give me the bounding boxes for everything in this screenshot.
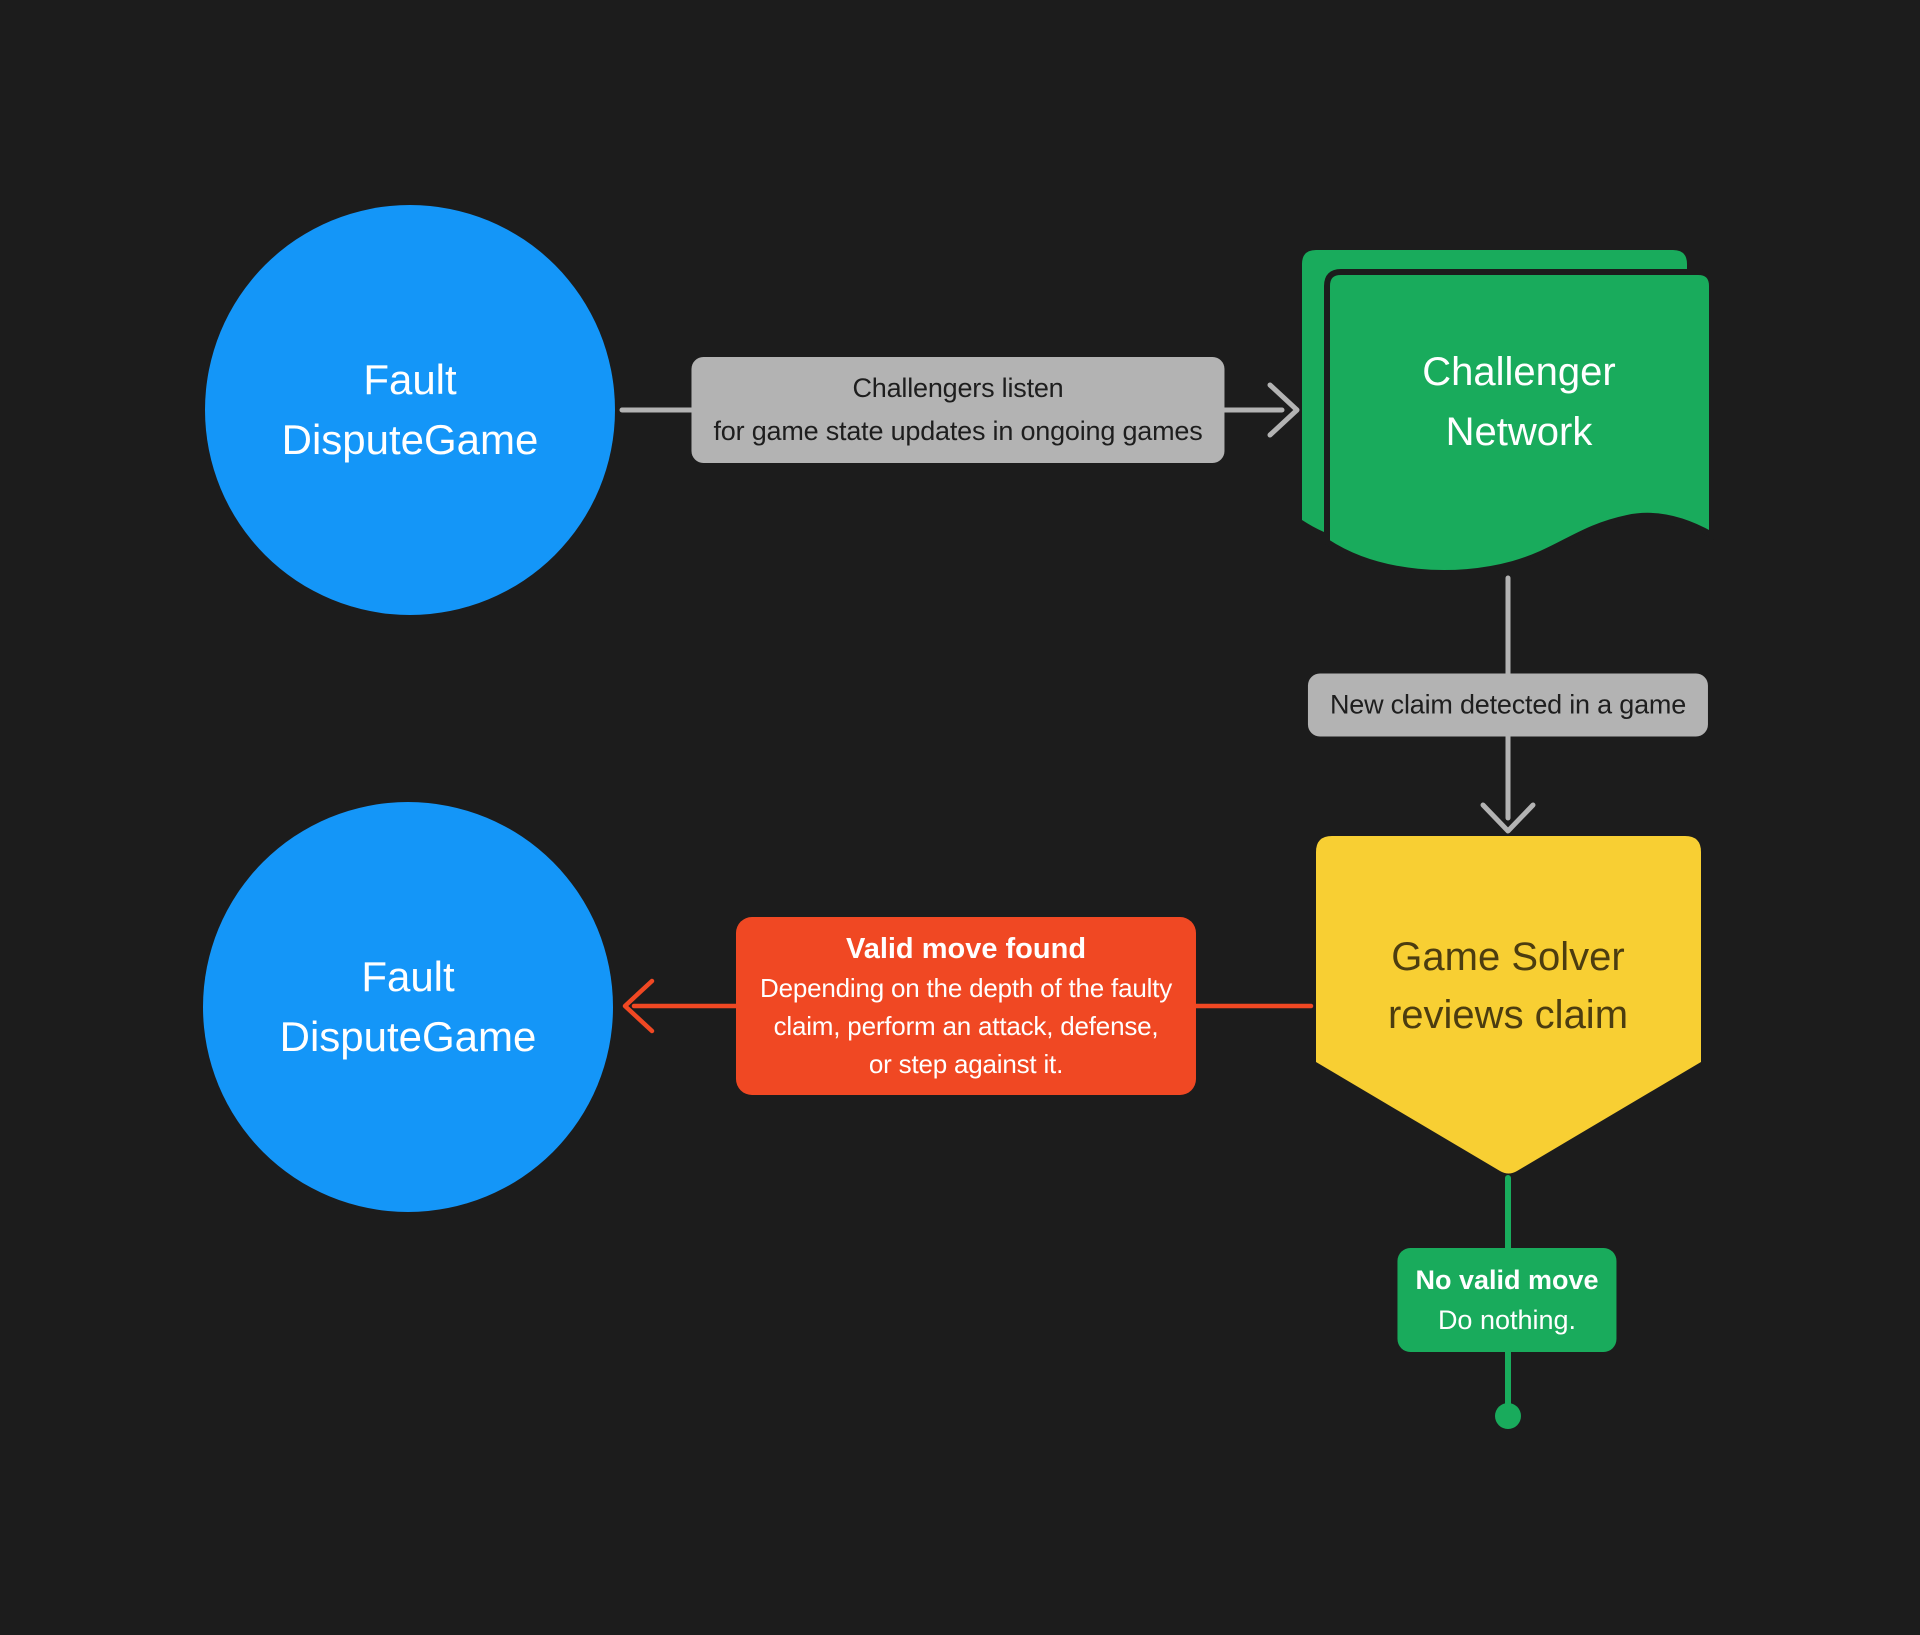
node-label-line: reviews claim [1387, 993, 1629, 1037]
label-line: Depending on the depth of the faulty [759, 973, 1173, 1003]
label-valid-move-found: Valid move found Depending on the depth … [735, 917, 1197, 1095]
node-label: Fault DisputeGame [280, 947, 537, 1067]
label-line: Challengers listen [852, 373, 1064, 403]
challenger-network-shape [1302, 250, 1715, 576]
label-line: New claim detected in a game [1329, 689, 1687, 720]
label-line: claim, perform an attack, defense, [773, 1011, 1159, 1041]
label-line: Do nothing. [1437, 1305, 1577, 1335]
node-fault-dispute-game-bottom: Fault DisputeGame [203, 802, 613, 1212]
node-challenger-network-label: Challenger Network [1422, 342, 1615, 462]
node-label-line: Network [1445, 410, 1593, 454]
arrowhead-right-icon [1267, 382, 1300, 438]
label-line: or step against it. [868, 1049, 1064, 1079]
node-label-line: DisputeGame [279, 1013, 537, 1060]
node-label-line: Fault [361, 953, 455, 1000]
node-label-line: Challenger [1422, 350, 1616, 394]
label-no-valid-move: No valid move Do nothing. [1397, 1248, 1617, 1352]
node-label: Fault DisputeGame [282, 350, 539, 470]
node-fault-dispute-game-top: Fault DisputeGame [205, 205, 615, 615]
label-new-claim-detected: New claim detected in a game [1307, 673, 1709, 737]
arrowhead-down-icon [1480, 802, 1536, 834]
node-label-line: Game Solver [1391, 935, 1625, 979]
label-line: for game state updates in ongoing games [713, 416, 1203, 446]
node-label-line: Fault [363, 356, 457, 403]
flow-end-dot [1495, 1403, 1521, 1429]
label-title: Valid move found [845, 933, 1087, 965]
label-title: No valid move [1415, 1265, 1599, 1295]
arrowhead-left-icon [622, 978, 655, 1034]
document-front-sheet [1324, 269, 1715, 576]
game-solver-shape [1316, 836, 1701, 1174]
label-challengers-listen: Challengers listen for game state update… [691, 357, 1225, 463]
node-game-solver-label: Game Solver reviews claim [1388, 928, 1628, 1044]
node-label-line: DisputeGame [281, 416, 539, 463]
